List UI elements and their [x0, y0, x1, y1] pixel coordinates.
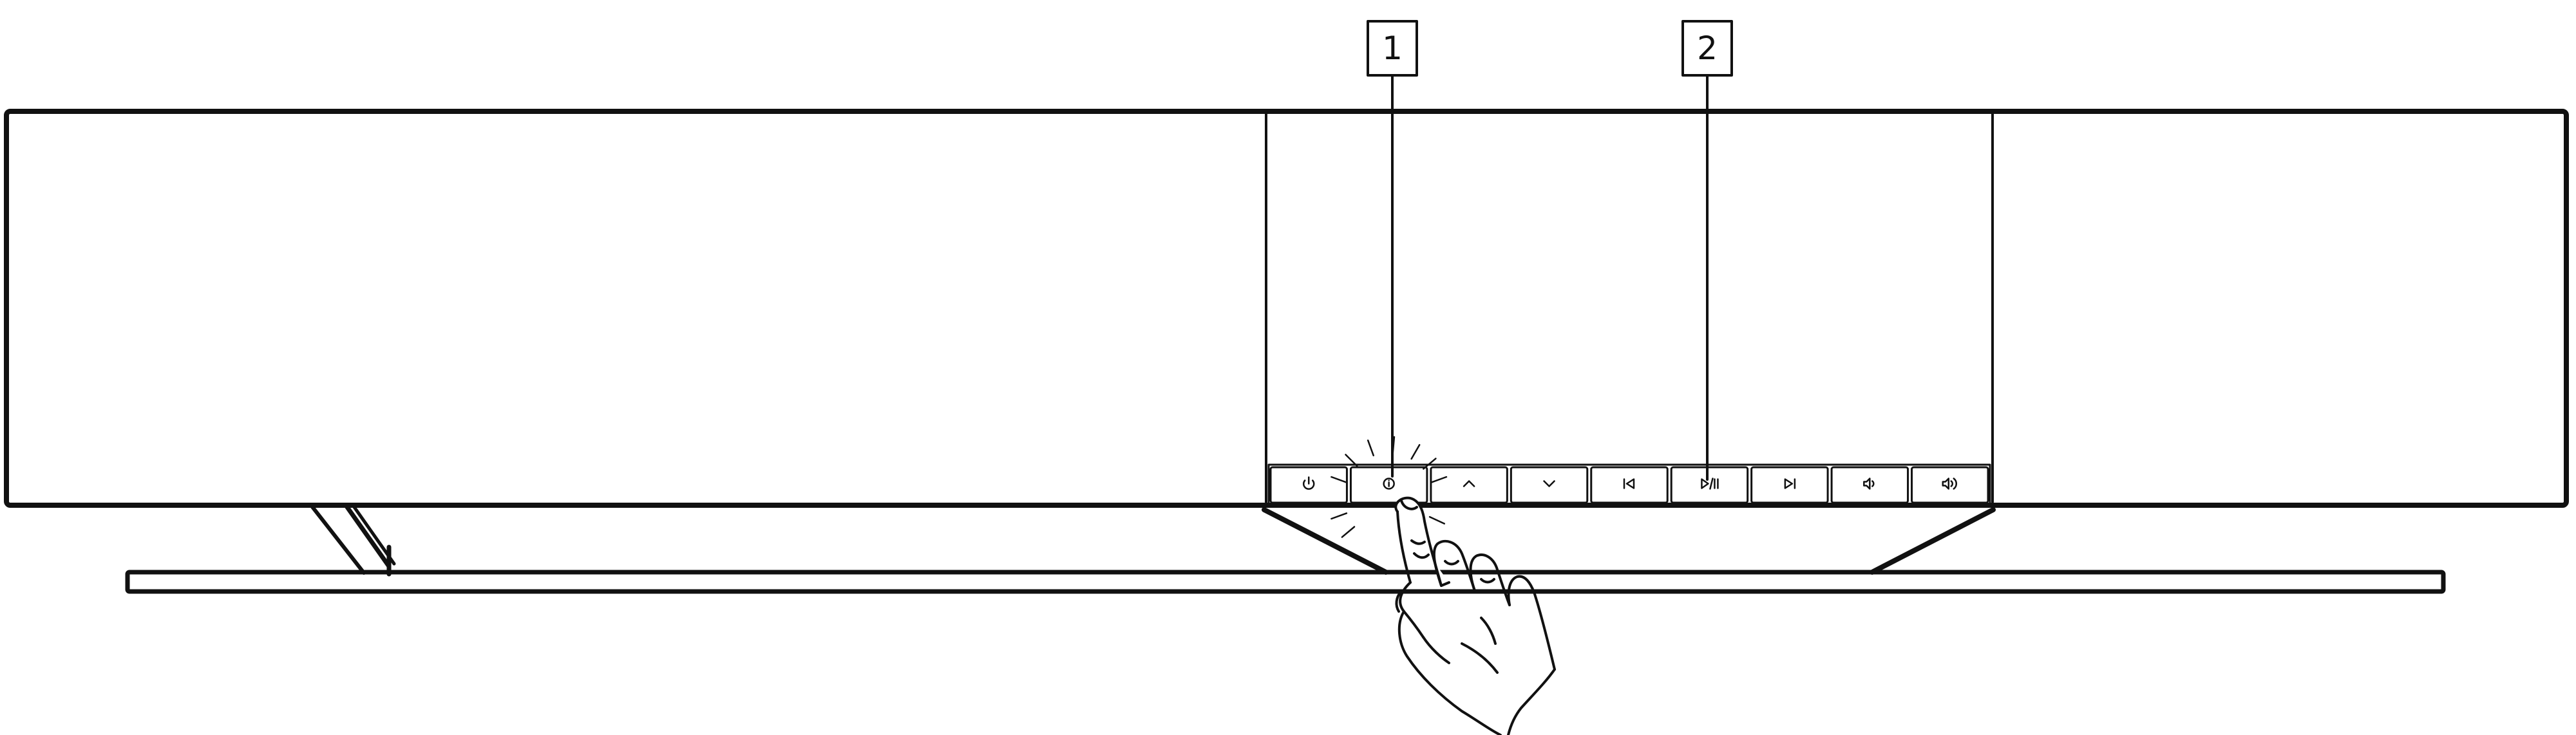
power-button[interactable]	[1269, 466, 1348, 504]
volume-down-button[interactable]	[1830, 466, 1909, 504]
press-ray	[1345, 454, 1358, 467]
callout-2-box	[1681, 20, 1733, 77]
stand-base	[125, 570, 2446, 594]
info-icon	[1383, 478, 1395, 490]
previous-track-icon	[1623, 478, 1635, 489]
callout-1-label: 1	[1382, 30, 1403, 67]
press-ray	[1331, 476, 1348, 483]
play-pause-button[interactable]	[1670, 466, 1749, 504]
device-body	[4, 109, 2569, 508]
callout-2-label: 2	[1697, 30, 1718, 67]
chevron-up-icon	[1463, 480, 1475, 487]
callout-1: 1	[1367, 20, 1418, 478]
press-ray	[1430, 476, 1448, 483]
volume-down-icon	[1863, 478, 1875, 490]
play-pause-icon	[1701, 478, 1719, 490]
chevron-down-icon	[1543, 480, 1555, 487]
stand-supports	[1262, 507, 1996, 575]
callout-2: 2	[1681, 20, 1733, 481]
press-ray	[1410, 443, 1421, 460]
volume-up-button[interactable]	[1911, 466, 1989, 504]
press-ray	[1341, 526, 1356, 538]
up-button[interactable]	[1430, 466, 1508, 504]
info-button[interactable]	[1349, 466, 1428, 504]
power-icon	[1303, 476, 1315, 490]
volume-up-icon	[1942, 478, 1958, 490]
control-button-strip	[1267, 463, 1991, 507]
callout-1-box	[1367, 20, 1418, 77]
press-ray	[1428, 516, 1446, 525]
down-button[interactable]	[1510, 466, 1589, 504]
button-strip-frame	[1267, 463, 1991, 507]
press-ray	[1331, 512, 1348, 520]
pressing-hand	[1394, 496, 1556, 735]
previous-button[interactable]	[1590, 466, 1669, 504]
left-foot	[309, 503, 396, 577]
next-track-icon	[1784, 478, 1796, 489]
next-button[interactable]	[1750, 466, 1829, 504]
press-ray	[1367, 439, 1374, 456]
press-ray	[1423, 458, 1437, 470]
